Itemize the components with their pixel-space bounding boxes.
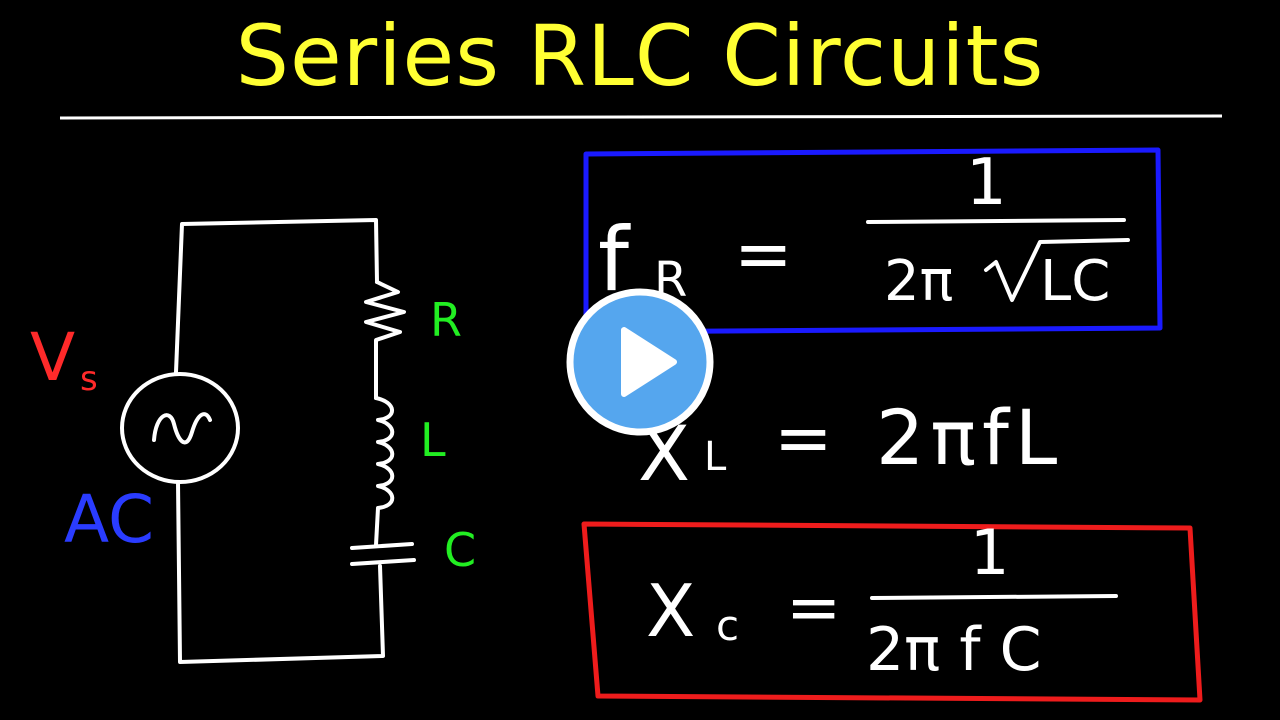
source-type-label: AC xyxy=(64,481,154,558)
source-voltage-label: V xyxy=(30,319,75,396)
capacitive-equals: = xyxy=(786,569,841,646)
resonant-fraction-bar xyxy=(866,218,1126,224)
resistor-symbol xyxy=(364,280,406,400)
capacitive-lhs: X xyxy=(646,569,695,653)
capacitive-numerator: 1 xyxy=(970,516,1009,589)
title-divider xyxy=(59,114,1223,120)
inductor-label: L xyxy=(420,413,446,467)
inductor-symbol xyxy=(374,396,395,547)
inductive-equals: = xyxy=(774,397,833,479)
ac-source-circle xyxy=(120,372,240,484)
capacitor-plate-bottom xyxy=(350,558,416,566)
capacitive-fraction-bar xyxy=(870,594,1118,600)
resonant-equals: = xyxy=(734,213,793,295)
capacitive-lhs-subscript: c xyxy=(716,601,739,650)
ac-sine-icon xyxy=(152,412,212,445)
resistor-label: R xyxy=(430,293,462,347)
play-icon xyxy=(566,288,714,436)
source-voltage-subscript: s xyxy=(80,359,98,399)
inductive-rhs: 2πfL xyxy=(876,393,1063,482)
play-button[interactable] xyxy=(566,288,714,436)
capacitive-formula-box xyxy=(581,521,1203,703)
resonant-numerator: 1 xyxy=(966,146,1007,220)
wire-bottom-left xyxy=(176,480,385,664)
resonant-formula-box xyxy=(583,147,1163,335)
inductive-lhs-subscript: L xyxy=(704,434,727,480)
resonant-denominator-prefix: 2π xyxy=(884,249,953,314)
circuit-schematic xyxy=(120,218,416,664)
capacitive-denominator: 2π f C xyxy=(866,615,1041,685)
capacitor-label: C xyxy=(444,523,476,577)
capacitor-plate-top xyxy=(350,542,414,550)
resonant-denominator-root: LC xyxy=(1040,249,1110,314)
square-root-sign xyxy=(984,238,1130,302)
wire-top-left xyxy=(174,218,379,374)
page-title: Series RLC Circuits xyxy=(235,7,1045,105)
